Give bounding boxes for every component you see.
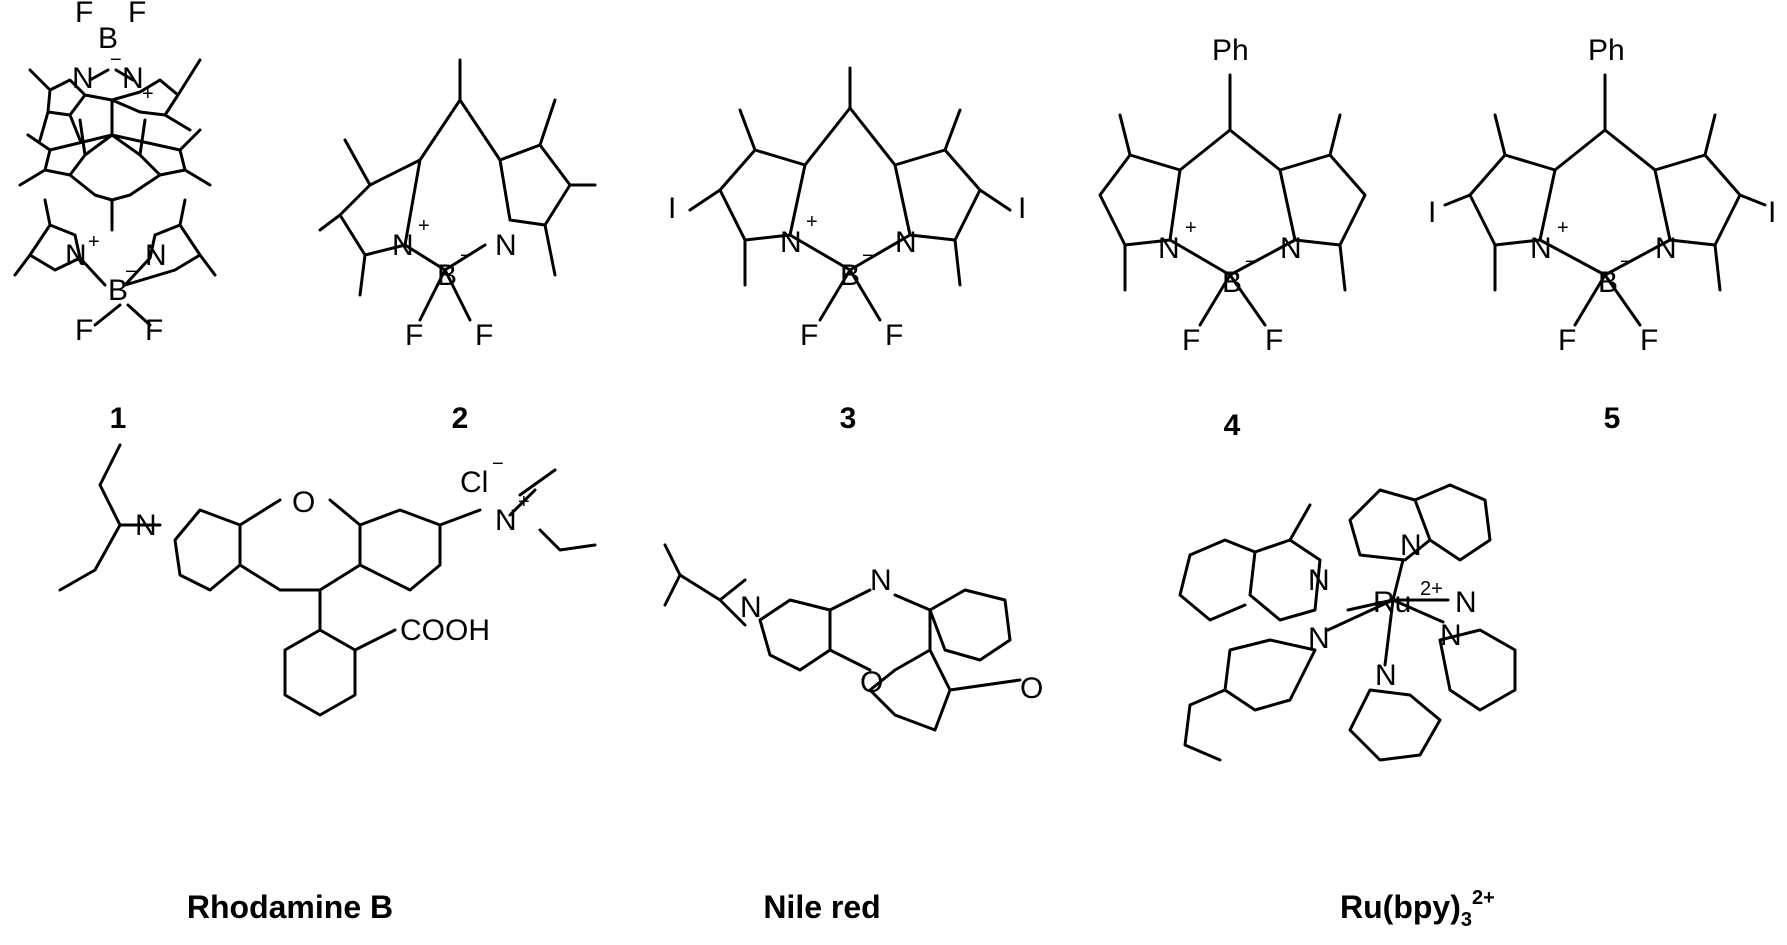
rhodamine-b-name: Rhodamine B [187, 889, 393, 925]
compound-5-label: 5 [1604, 402, 1621, 435]
charge-minus-3: − [862, 245, 874, 267]
charge-plus-1a: + [142, 83, 154, 105]
phenyl-group-5: Ph [1588, 34, 1625, 67]
charge-minus-1b: − [125, 261, 137, 283]
chloride-ion: Cl [460, 466, 488, 499]
fluorine-atom-1a: F [75, 0, 93, 29]
boron-atom-4: B [1222, 266, 1242, 299]
iodine-atom-3a: I [668, 192, 676, 225]
fluorine-atom-2a: F [405, 319, 423, 352]
bipyridine-nitrogen-6: N [1375, 659, 1397, 692]
fluorine-atom-3a: F [800, 319, 818, 352]
fluorine-atom-5b: F [1640, 324, 1658, 357]
compound-3-structure: I I N + N B − F F 3 [668, 66, 1026, 435]
nitrogen-atom-2a: N [392, 229, 414, 262]
compound-3-label: 3 [840, 402, 857, 435]
nitrogen-atom-1d: N [145, 239, 167, 272]
nitrogen-atom-3a: N [780, 226, 802, 259]
nitrogen-atom-1a: N [72, 62, 94, 95]
carboxylic-acid-group: COOH [400, 614, 490, 647]
xanthene-oxygen: O [292, 486, 315, 519]
boron-atom-1b: B [108, 274, 128, 307]
bipyridine-nitrogen-2: N [1308, 622, 1330, 655]
compound-2-structure: N + N B − F F 2 [318, 58, 597, 435]
boron-atom-2: B [437, 259, 457, 292]
boron-atom-3: B [840, 259, 860, 292]
nitrogen-atom-4b: N [1280, 232, 1302, 265]
iminium-nitrogen: N [495, 504, 517, 537]
charge-minus-5: − [1620, 251, 1632, 273]
charge-minus-2: − [460, 245, 472, 267]
nile-red-ring-nitrogen: N [870, 564, 892, 597]
iodine-atom-3b: I [1018, 192, 1026, 225]
charge-plus-rhodamine: + [518, 491, 530, 513]
nile-red-carbonyl-oxygen: O [1020, 672, 1043, 705]
ruthenium-charge: 2+ [1420, 578, 1443, 600]
iodine-atom-5b: I [1768, 196, 1776, 229]
charge-minus-chloride: − [492, 453, 504, 475]
iodine-atom-5a: I [1428, 196, 1436, 229]
nile-red-ring-oxygen: O [860, 666, 883, 699]
compound-5-structure: Ph I I N + N B − F F 5 [1428, 34, 1776, 435]
fluorine-atom-2b: F [475, 319, 493, 352]
compound-2-label: 2 [452, 402, 469, 435]
nitrogen-atom-3b: N [895, 226, 917, 259]
fluorine-atom-1b: F [128, 0, 146, 29]
bipyridine-nitrogen-3: N [1400, 529, 1422, 562]
charge-minus-1a: − [110, 49, 122, 71]
charge-minus-4: − [1245, 251, 1257, 273]
fluorine-atom-1d: F [145, 314, 163, 347]
ru-bpy-name: Ru(bpy)32+ [1340, 887, 1495, 931]
nitrogen-atom-2b: N [495, 229, 517, 262]
charge-plus-5: + [1557, 217, 1569, 239]
ruthenium-center: Ru [1373, 586, 1411, 619]
nitrogen-atom-5a: N [1530, 232, 1552, 265]
charge-plus-2: + [418, 215, 430, 237]
charge-plus-1b: + [88, 231, 100, 253]
boron-atom-1a: B [98, 22, 118, 55]
compound-4-structure: Ph N + N B − F F 4 [1098, 34, 1367, 442]
fluorine-atom-5a: F [1558, 324, 1576, 357]
compound-1-structure: B F F N N − + N N B F F + − 1 [13, 0, 217, 435]
bipyridine-nitrogen-4: N [1455, 586, 1477, 619]
boron-atom-5: B [1598, 266, 1618, 299]
charge-plus-4: + [1185, 217, 1197, 239]
charge-plus-3: + [806, 211, 818, 233]
amine-nitrogen: N [135, 509, 157, 542]
nitrogen-atom-4a: N [1158, 232, 1180, 265]
nile-red-name: Nile red [763, 889, 880, 925]
compound-1-label: 1 [110, 402, 127, 435]
bipyridine-nitrogen-5: N [1440, 619, 1462, 652]
rhodamine-b-structure: N O N + Cl − COOH Rhodamine B [58, 443, 597, 925]
nitrogen-atom-5b: N [1655, 232, 1677, 265]
nile-red-amine-nitrogen: N [740, 591, 762, 624]
fluorine-atom-4a: F [1182, 324, 1200, 357]
nile-red-structure: N N O O Nile red [663, 543, 1043, 925]
fluorine-atom-3b: F [885, 319, 903, 352]
ru-bpy-structure: N N N N N N Ru 2+ Ru(bpy)32+ [1178, 483, 1517, 931]
compound-4-label: 4 [1224, 409, 1241, 442]
fluorine-atom-4b: F [1265, 324, 1283, 357]
bipyridine-nitrogen-1: N [1308, 564, 1330, 597]
fluorine-atom-1c: F [75, 314, 93, 347]
nitrogen-atom-1b: N [122, 62, 144, 95]
phenyl-group-4: Ph [1212, 34, 1249, 67]
